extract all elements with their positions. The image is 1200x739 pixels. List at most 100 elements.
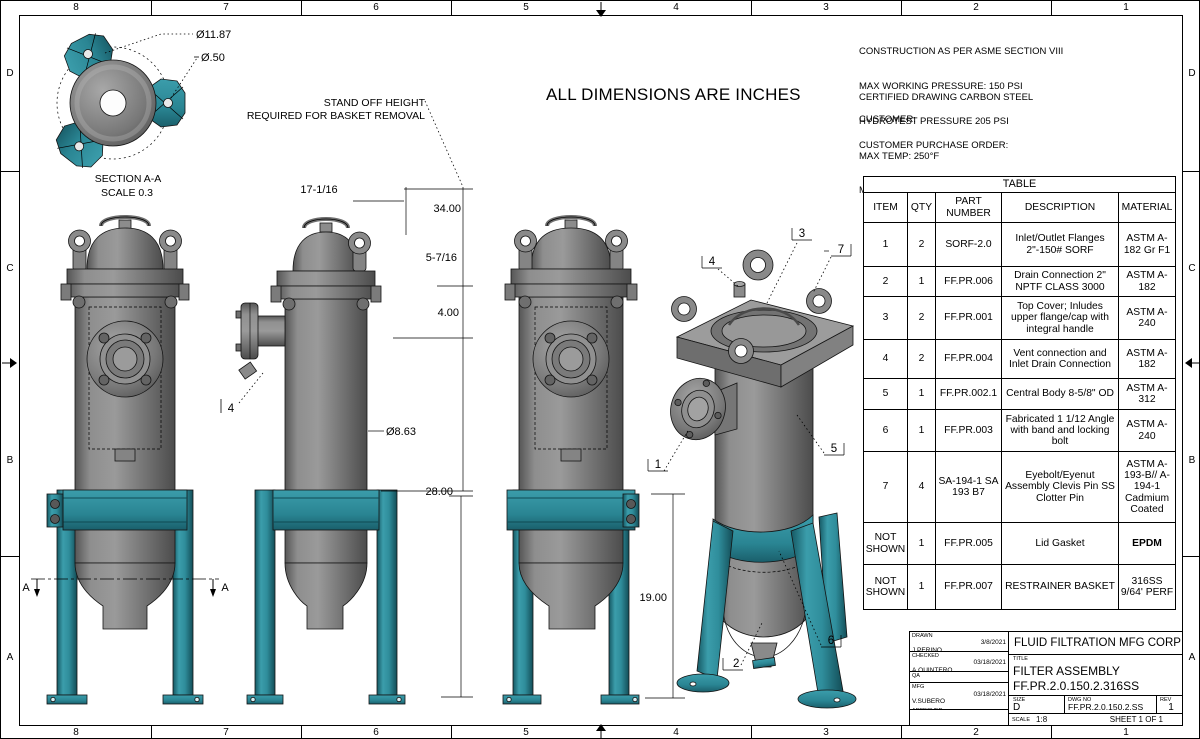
- zone-tick: [151, 726, 152, 738]
- cell-item: 5: [863, 378, 908, 410]
- dim-leg-height-iso: 19.00: [639, 592, 667, 604]
- cell-part: FF.PR.005: [935, 522, 1002, 565]
- rev-box: REV 1: [1157, 696, 1182, 713]
- callout-5: 5: [796, 414, 845, 456]
- dome-cover: [86, 227, 164, 270]
- standoff-note-line2: REQUIRED FOR BASKET REMOVAL: [246, 110, 425, 122]
- svg-text:5: 5: [831, 443, 837, 455]
- zone-col-bottom-5: 5: [523, 727, 529, 738]
- dwg-no-label: DWG NO: [1068, 696, 1092, 703]
- cell-desc: Top Cover; Inludes upper flange/cap with…: [1001, 296, 1119, 340]
- col-header-qty: QTY: [907, 192, 936, 223]
- section-scale: SCALE 0.3: [101, 187, 153, 199]
- size-box: SIZE D: [1009, 695, 1065, 714]
- col-header-desc: DESCRIPTION: [1001, 192, 1119, 223]
- cell-part: FF.PR.007: [935, 564, 1002, 610]
- cell-material: ASTM A-182 Gr F1: [1118, 222, 1176, 267]
- size-value: D: [1013, 701, 1021, 713]
- zone-col-bottom-8: 8: [73, 727, 79, 738]
- zone-tick: [1183, 171, 1199, 172]
- zone-tick: [301, 726, 302, 738]
- svg-text:4: 4: [709, 256, 716, 268]
- cell-material: ASTM A-182: [1118, 266, 1176, 297]
- approval-mfg: MFG V.SUBERO 03/18/2021 APPROVED AL.BEIR…: [910, 683, 1008, 711]
- units-headline: ALL DIMENSIONS ARE INCHES: [546, 85, 801, 104]
- approval-date: 03/18/2021: [973, 658, 1006, 666]
- callout-3: 3: [766, 228, 812, 304]
- zone-col-bottom-7: 7: [223, 727, 229, 738]
- standoff-leader: [424, 100, 464, 188]
- callout-7: 7: [812, 244, 852, 294]
- cell-item: 1: [863, 222, 908, 267]
- note-line: MAX TEMP: 250°F: [859, 150, 940, 162]
- approval-label: QA: [912, 672, 920, 679]
- svg-text:1: 1: [655, 459, 661, 471]
- zone-tick: [1051, 726, 1052, 738]
- cell-qty: 1: [907, 266, 936, 297]
- section-cut-label-right: A: [221, 582, 229, 594]
- rev-value: 1: [1168, 701, 1174, 713]
- callout-6: 6: [778, 550, 842, 648]
- parts-table: TABLE ITEM QTY PART NUMBER DESCRIPTION M…: [863, 176, 1176, 610]
- svg-text:2: 2: [733, 658, 739, 670]
- col-header-material: MATERIAL: [1118, 192, 1176, 223]
- svg-text:7: 7: [838, 244, 844, 256]
- dim-body-od: Ø8.63: [386, 426, 416, 438]
- zone-col-top-5: 5: [523, 2, 529, 13]
- dwg-no-box: DWG NO FF.PR.2.0.150.2.SS: [1065, 695, 1157, 714]
- view-front-right: [502, 215, 640, 705]
- cell-part: FF.PR.003: [935, 409, 1002, 452]
- cell-part: FF.PR.002.1: [935, 378, 1002, 410]
- cell-qty: 2: [907, 296, 936, 340]
- cell-desc: Eyebolt/Eyenut Assembly Clevis Pin SS Cl…: [1001, 451, 1119, 523]
- dim-section-hole-dia: Ø.50: [201, 52, 225, 64]
- cell-qty: 1: [907, 378, 936, 410]
- table-header-row: ITEM QTY PART NUMBER DESCRIPTION MATERIA…: [863, 192, 1176, 223]
- cell-material: ASTM A-240: [1118, 409, 1176, 452]
- zone-col-bottom-2: 2: [973, 727, 979, 738]
- scale-value: 1:8: [1036, 715, 1048, 725]
- title-block-main: FLUID FILTRATION MFG CORP TITLE FILTER A…: [1009, 632, 1182, 725]
- approval-name: A.QUINTERO: [912, 666, 953, 672]
- callout-1: 1: [647, 428, 690, 472]
- cell-part: SORF-2.0: [935, 222, 1002, 267]
- title-block: DRAWN J.PERINO 3/8/2021 CHECKED A.QUINTE…: [909, 631, 1183, 726]
- zone-row-left-b: B: [6, 455, 14, 466]
- svg-text:6: 6: [828, 635, 834, 647]
- approval-checked: CHECKED A.QUINTERO 03/18/2021: [910, 652, 1008, 672]
- customer-po-label: CUSTOMER PURCHASE ORDER:: [859, 140, 1009, 151]
- iso-inlet-flange: [670, 377, 726, 441]
- cell-part: FF.PR.001: [935, 296, 1002, 340]
- cell-qty: 2: [907, 222, 936, 267]
- svg-text:3: 3: [799, 228, 805, 240]
- approval-label: CHECKED: [912, 652, 939, 659]
- dim-cover-height: 5-7/16: [426, 252, 457, 264]
- cell-desc: Drain Connection 2" NPTF CLASS 3000: [1001, 266, 1119, 297]
- col-header-part: PART NUMBER: [935, 192, 1002, 223]
- dim-flange-offset: 4.00: [438, 307, 459, 319]
- cell-qty: 2: [907, 339, 936, 379]
- zone-tick: [301, 1, 302, 15]
- zone-tick: [751, 726, 752, 738]
- note-line: CONSTRUCTION AS PER ASME SECTION VIII: [859, 46, 1064, 58]
- approval-date: 03/18/2021: [973, 691, 1006, 699]
- dim-overall-height: 34.00: [433, 203, 461, 215]
- scale-sheet-row: SCALE 1:8 SHEET 1 OF 1: [1009, 713, 1182, 725]
- scale-label: SCALE: [1012, 716, 1031, 723]
- zone-row-left-a: A: [6, 652, 14, 663]
- zone-tick: [451, 1, 452, 15]
- cell-item: NOT SHOWN: [863, 564, 908, 610]
- cell-desc: Inlet/Outlet Flanges 2"-150# SORF: [1001, 222, 1119, 267]
- zone-col-top-2: 2: [973, 2, 979, 13]
- approval-name: V.SUBERO: [912, 698, 945, 706]
- approval-date: 3/8/2021: [980, 639, 1006, 646]
- view-side: 4: [220, 217, 406, 705]
- cell-item: 7: [863, 451, 908, 523]
- cell-item: 4: [863, 339, 908, 379]
- view-isometric: 3 7 4 1: [647, 228, 857, 709]
